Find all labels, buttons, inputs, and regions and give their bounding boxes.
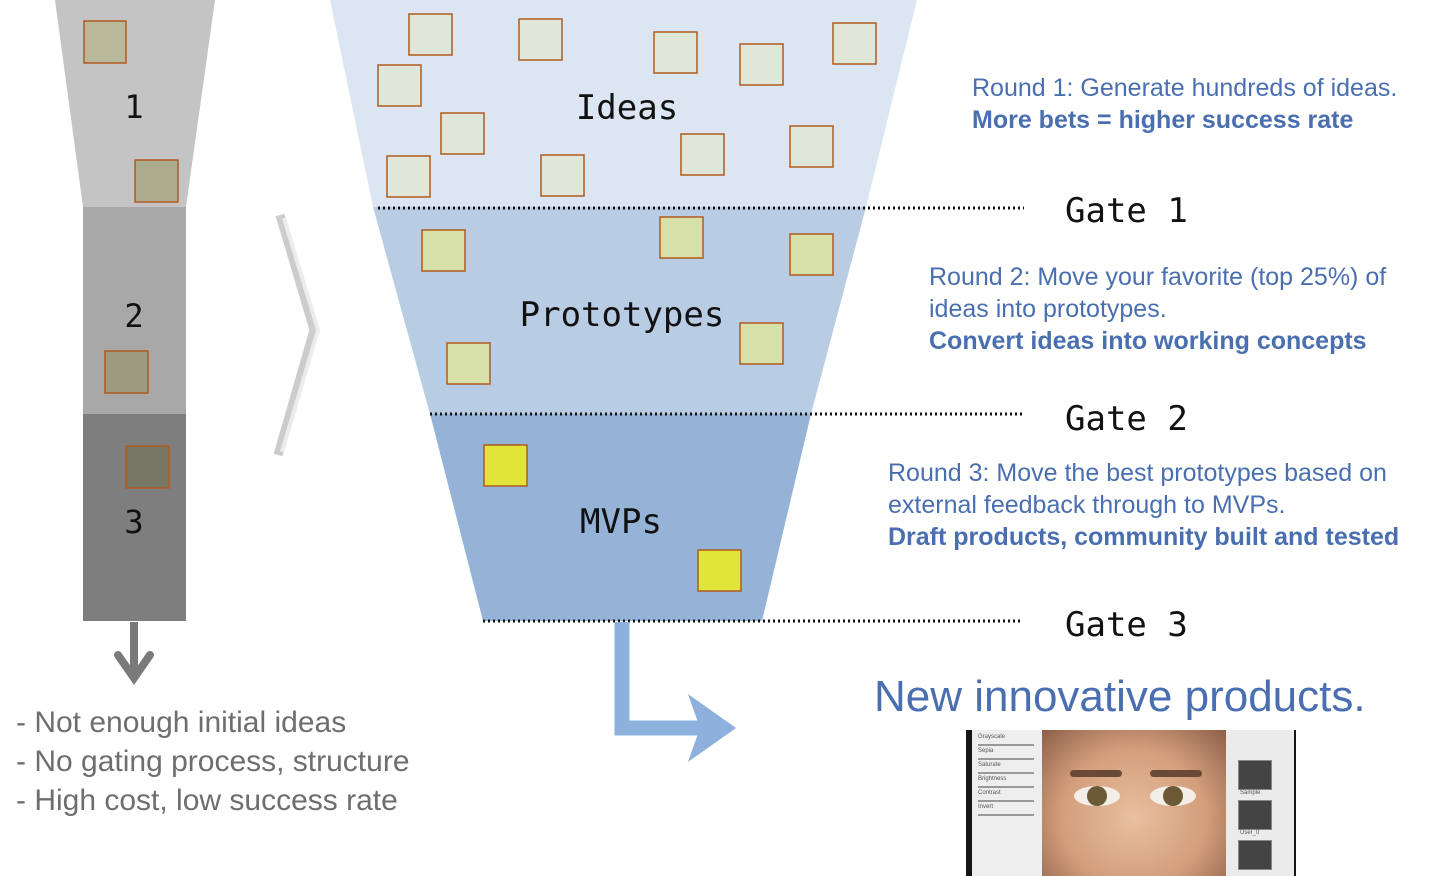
prototype-note: [739, 322, 784, 365]
brow: [1150, 770, 1202, 777]
slider[interactable]: [978, 772, 1034, 774]
thumbnail[interactable]: [1238, 760, 1272, 790]
slider[interactable]: [978, 786, 1034, 788]
gate-3-label: Gate 3: [1065, 605, 1188, 645]
round-1-text: Round 1: Generate hundreds of ideas.: [972, 74, 1398, 102]
control-label: Contrast: [978, 790, 1001, 796]
idea-note: [540, 154, 585, 197]
stage-label-prototypes: Prototypes: [520, 295, 725, 335]
product-screenshot: Grayscale Sepia Saturate Brightness Cont…: [966, 730, 1296, 876]
thumbnail[interactable]: [1238, 840, 1272, 870]
control-label: Invert: [978, 804, 994, 810]
left-note: [83, 20, 127, 64]
thumb-label: User_0: [1240, 830, 1260, 836]
outcome-headline: New innovative products.: [874, 672, 1366, 721]
gate-2-label: Gate 2: [1065, 399, 1188, 439]
round-2-text: Round 2: Move your favorite (top 25%) of…: [929, 263, 1387, 323]
idea-note: [377, 64, 422, 107]
stage-label-mvps: MVPs: [580, 502, 662, 542]
prototype-note: [789, 233, 834, 276]
issue-item: - Not enough initial ideas: [16, 706, 347, 739]
left-note: [125, 445, 170, 489]
mvp-note: [697, 549, 742, 592]
round-1-note: Round 1: Generate hundreds of ideas. Mor…: [972, 72, 1412, 136]
round-2-highlight: Convert ideas into working concepts: [929, 327, 1367, 355]
filter-controls-panel: Grayscale Sepia Saturate Brightness Cont…: [972, 730, 1042, 876]
mvp-note: [483, 444, 528, 487]
slider[interactable]: [978, 758, 1034, 760]
control-label: Brightness: [978, 776, 1007, 782]
eye: [1150, 786, 1196, 806]
control-label: Saturate: [978, 762, 1001, 768]
round-3-highlight: Draft products, community built and test…: [888, 523, 1400, 551]
idea-note: [789, 125, 834, 168]
prototype-note: [659, 216, 704, 259]
control-label: Grayscale: [978, 734, 1006, 740]
idea-note: [386, 155, 431, 198]
idea-notes: [377, 13, 877, 198]
mvp-notes: [483, 444, 742, 592]
thumb-label: Sample: [1240, 790, 1261, 796]
idea-note: [680, 133, 725, 176]
round-3-text: Round 3: Move the best prototypes based …: [888, 459, 1387, 519]
gate-1-label: Gate 1: [1065, 191, 1188, 231]
idea-note: [739, 43, 784, 86]
idea-note: [653, 31, 698, 74]
idea-note: [832, 22, 877, 65]
control-label: Sepia: [978, 748, 994, 754]
round-2-note: Round 2: Move your favorite (top 25%) of…: [929, 261, 1419, 357]
issues-list: - Not enough initial ideas - No gating p…: [16, 703, 410, 820]
issue-item: - No gating process, structure: [16, 745, 410, 778]
slider[interactable]: [978, 814, 1034, 816]
idea-note: [518, 18, 563, 61]
left-stage-label-1: 1: [124, 88, 143, 126]
thumbnail[interactable]: [1238, 800, 1272, 830]
slider[interactable]: [978, 800, 1034, 802]
down-arrow-icon: [114, 622, 154, 686]
left-note: [134, 159, 179, 203]
output-arrow-icon: [614, 622, 736, 762]
thumbnail-panel: Sample User_0: [1226, 730, 1294, 876]
chevron-right-icon: [273, 213, 321, 457]
left-note: [104, 350, 149, 394]
stage-label-ideas: Ideas: [576, 88, 678, 128]
left-stage-label-2: 2: [124, 297, 143, 335]
slider[interactable]: [978, 744, 1034, 746]
prototype-note: [421, 229, 466, 272]
prototype-note: [446, 342, 491, 385]
idea-note: [440, 112, 485, 155]
issue-item: - High cost, low success rate: [16, 784, 398, 817]
idea-note: [408, 13, 453, 56]
prototype-notes: [421, 216, 834, 385]
brow: [1070, 770, 1122, 777]
round-3-note: Round 3: Move the best prototypes based …: [888, 457, 1408, 553]
left-stage-label-3: 3: [124, 503, 143, 541]
eye: [1074, 786, 1120, 806]
round-1-highlight: More bets = higher success rate: [972, 106, 1354, 134]
face-photo: [1042, 730, 1226, 876]
